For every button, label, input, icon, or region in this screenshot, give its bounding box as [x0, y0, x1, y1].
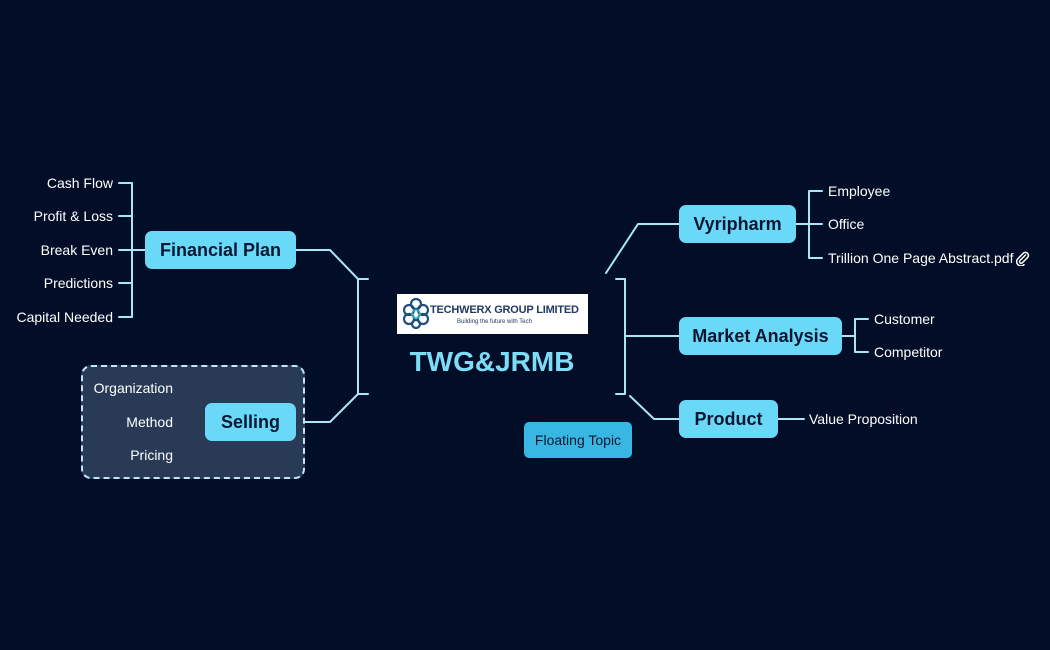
selling-connector	[295, 393, 359, 423]
vyripharm-connector	[605, 223, 680, 274]
subtopic-organization[interactable]: Organization	[93, 380, 173, 396]
logo-tagline: Building the future with Tech	[457, 319, 532, 325]
paperclip-icon[interactable]	[1014, 250, 1030, 266]
subtopic-break-even[interactable]: Break Even	[40, 242, 113, 258]
subtopic-capital-needed[interactable]: Capital Needed	[16, 309, 113, 325]
subtopic-pricing[interactable]: Pricing	[130, 447, 173, 463]
subtopic-cash-flow[interactable]: Cash Flow	[46, 175, 113, 191]
financial-plan-children-bracket	[118, 182, 133, 318]
logo-company-name: TECHWERX GROUP LIMITED	[430, 304, 579, 316]
topic-product[interactable]: Product	[679, 400, 778, 438]
topic-vyripharm[interactable]: Vyripharm	[679, 205, 796, 243]
financial-plan-connector	[295, 249, 359, 280]
central-right-bracket	[615, 278, 626, 395]
topic-market-analysis[interactable]: Market Analysis	[679, 317, 842, 355]
subtopic-profit-loss[interactable]: Profit & Loss	[33, 208, 113, 224]
central-left-bracket	[357, 278, 369, 395]
subtopic-predictions[interactable]: Predictions	[43, 275, 113, 291]
vyripharm-children-bracket	[808, 190, 823, 259]
hexagon-cluster-icon	[403, 297, 429, 329]
subtopic-method[interactable]: Method	[126, 414, 173, 430]
topic-financial-plan[interactable]: Financial Plan	[145, 231, 296, 269]
subtopic-competitor[interactable]: Competitor	[874, 344, 943, 360]
company-logo: TECHWERX GROUP LIMITED Building the futu…	[397, 294, 588, 334]
floating-topic[interactable]: Floating Topic	[524, 422, 632, 458]
topic-selling[interactable]: Selling	[205, 403, 296, 441]
subtopic-abstract-attachment[interactable]: Trillion One Page Abstract.pdf	[828, 250, 1014, 266]
central-topic-title[interactable]: TWG&JRMB	[409, 346, 575, 377]
market-analysis-children-bracket	[854, 318, 869, 353]
subtopic-office[interactable]: Office	[828, 216, 865, 232]
subtopic-employee[interactable]: Employee	[828, 183, 891, 199]
subtopic-value-proposition[interactable]: Value Proposition	[809, 411, 918, 427]
product-connector	[629, 395, 680, 420]
subtopic-customer[interactable]: Customer	[874, 311, 935, 327]
